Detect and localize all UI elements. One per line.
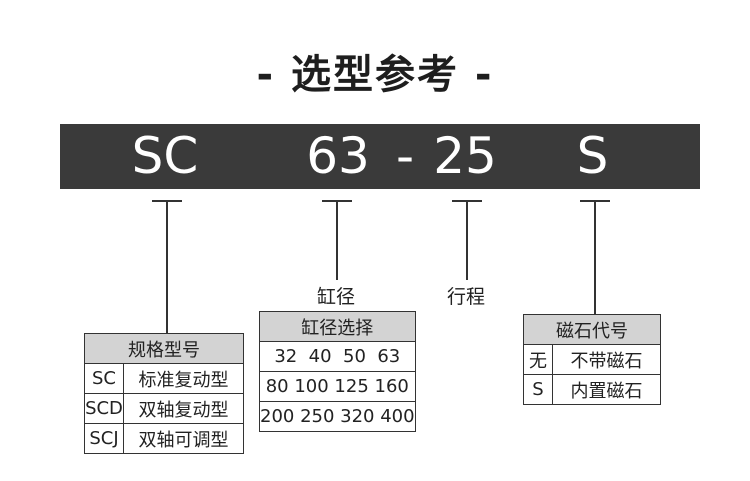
table-row: SCJ 双轴可调型 <box>84 423 244 454</box>
table-row: 无 不带磁石 <box>523 344 661 375</box>
bore-label: 缸径 <box>316 286 355 308</box>
series-connector-line <box>166 200 168 333</box>
series-code-cell: SC <box>84 363 124 394</box>
code-series: SC <box>131 127 199 185</box>
code-stroke: 25 <box>433 127 497 185</box>
table-row: SCD 双轴复动型 <box>84 393 244 424</box>
bore-table-header: 缸径选择 <box>259 311 416 342</box>
table-row: SC 标准复动型 <box>84 363 244 394</box>
table-row: S 内置磁石 <box>523 374 661 405</box>
table-row: 32 40 50 63 <box>259 341 416 372</box>
series-desc-cell: 双轴可调型 <box>123 423 244 454</box>
series-desc-cell: 标准复动型 <box>123 363 244 394</box>
bore-values-row: 200 250 320 400 <box>259 401 416 432</box>
bore-values-row: 80 100 125 160 <box>259 371 416 402</box>
page-title: - 选型参考 - <box>256 52 494 98</box>
code-dash: - <box>395 127 415 185</box>
model-code-bar: SC 63 - 25 S <box>60 124 700 189</box>
series-table-header: 规格型号 <box>84 333 244 364</box>
stroke-connector-line <box>466 200 468 280</box>
stroke-label: 行程 <box>446 286 485 308</box>
magnet-table-header: 磁石代号 <box>523 314 661 345</box>
magnet-desc-cell: 不带磁石 <box>552 344 661 375</box>
bore-table: 缸径选择 32 40 50 63 80 100 125 160 200 250 … <box>259 311 416 432</box>
series-code-cell: SCD <box>84 393 124 424</box>
magnet-desc-cell: 内置磁石 <box>552 374 661 405</box>
magnet-connector-line <box>594 200 596 314</box>
table-row: 200 250 320 400 <box>259 401 416 432</box>
series-table: 规格型号 SC 标准复动型 SCD 双轴复动型 SCJ 双轴可调型 <box>84 333 244 454</box>
bore-values-row: 32 40 50 63 <box>259 341 416 372</box>
series-code-cell: SCJ <box>84 423 124 454</box>
magnet-code-cell: 无 <box>523 344 553 375</box>
magnet-table: 磁石代号 无 不带磁石 S 内置磁石 <box>523 314 661 405</box>
series-desc-cell: 双轴复动型 <box>123 393 244 424</box>
bore-connector-line <box>336 200 338 280</box>
code-magnet: S <box>576 127 609 185</box>
code-bore: 63 <box>306 127 370 185</box>
table-row: 80 100 125 160 <box>259 371 416 402</box>
magnet-code-cell: S <box>523 374 553 405</box>
